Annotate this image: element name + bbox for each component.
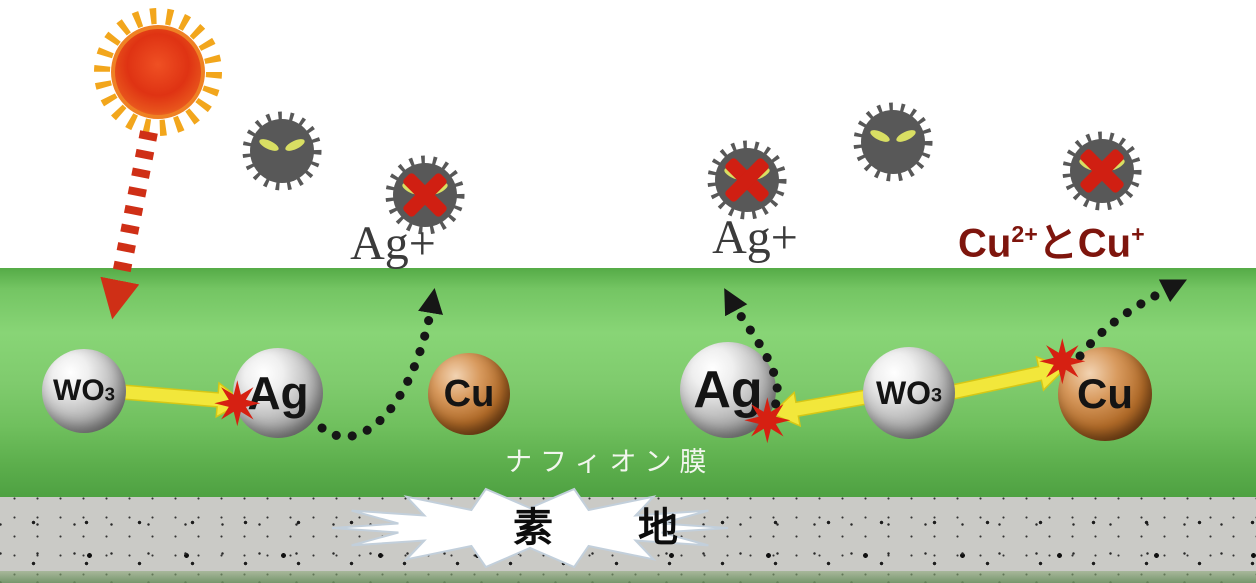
ag-label: Ag xyxy=(247,367,309,419)
silver-ion-label-right: Ag+ xyxy=(712,211,798,264)
silver-ion-label-left: Ag+ xyxy=(350,217,436,270)
germ-crossed-icon xyxy=(1067,136,1137,206)
ag-sphere-left: Ag xyxy=(233,348,323,438)
germ-icon xyxy=(247,116,317,186)
bottom-edge-strip xyxy=(0,571,1256,583)
germ-crossed-icon xyxy=(712,145,782,215)
cu-label: Cu xyxy=(443,373,495,415)
ag-sphere-right: Ag xyxy=(680,342,776,438)
cu-sphere-left: Cu xyxy=(428,353,510,435)
cu-label: Cu xyxy=(1077,370,1133,417)
sun-icon xyxy=(94,8,222,136)
nafion-membrane-label: ナフィオン膜 xyxy=(505,447,715,477)
copper-ion-label: Cu2+とCu+ xyxy=(958,221,1145,266)
cu-sphere-right: Cu xyxy=(1058,347,1152,441)
substrate-label: 素地 xyxy=(513,506,763,550)
germ-icon xyxy=(858,107,928,177)
ag-label: Ag xyxy=(693,361,763,419)
